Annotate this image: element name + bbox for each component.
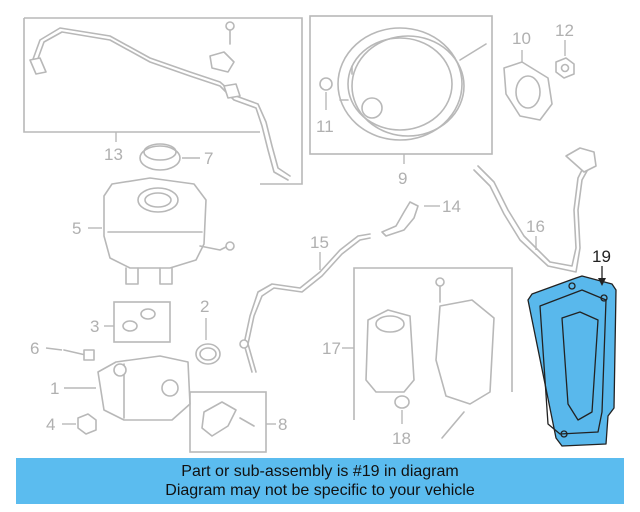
callout-19: 19 — [592, 247, 611, 266]
part-9-brake-booster-group — [309, 15, 493, 155]
callout-14: 14 — [442, 197, 461, 216]
callout-2: 2 — [200, 297, 209, 316]
part-15-vacuum-line — [239, 233, 371, 373]
callout-5: 5 — [72, 219, 81, 238]
callout-3: 3 — [90, 317, 99, 336]
banner-line-1: Part or sub-assembly is #19 in diagram — [181, 463, 459, 480]
part-19-heat-shield — [527, 275, 617, 447]
callout-4: 4 — [46, 415, 55, 434]
part-6-bolt — [63, 349, 95, 361]
leader-6 — [45, 347, 63, 351]
callout-12: 12 — [555, 21, 574, 40]
arrowhead-19 — [598, 278, 606, 286]
part-12-nut — [555, 57, 575, 79]
callout-10: 10 — [512, 29, 531, 48]
callout-17: 17 — [322, 339, 341, 358]
callout-8: 8 — [278, 415, 287, 434]
banner-line-2: Diagram may not be specific to your vehi… — [165, 482, 475, 499]
callout-18: 18 — [392, 429, 411, 448]
info-banner: Part or sub-assembly is #19 in diagram D… — [16, 458, 624, 504]
part-7-reservoir-cap — [139, 143, 181, 171]
part-10-gasket — [503, 61, 553, 121]
callout-9: 9 — [398, 169, 407, 188]
part-2-o-ring — [195, 343, 221, 365]
part-5-fluid-reservoir — [103, 177, 235, 285]
callout-16: 16 — [526, 217, 545, 236]
part-17-valve-group — [353, 267, 513, 439]
callout-11: 11 — [316, 117, 334, 136]
part-3-grommets — [113, 301, 171, 343]
part-4-nut — [77, 413, 97, 435]
callout-13: 13 — [104, 145, 123, 164]
callout-1: 1 — [50, 379, 59, 398]
callout-7: 7 — [204, 149, 213, 168]
callout-6: 6 — [30, 339, 39, 358]
part-1-master-cylinder — [97, 355, 191, 421]
part-14-hose — [381, 201, 419, 237]
part-13-brake-line-group — [23, 17, 303, 185]
callout-15: 15 — [310, 233, 329, 252]
part-18-grommet — [394, 395, 410, 409]
part-8-sensor-group — [189, 391, 267, 453]
part-16-vacuum-hose — [473, 147, 597, 273]
